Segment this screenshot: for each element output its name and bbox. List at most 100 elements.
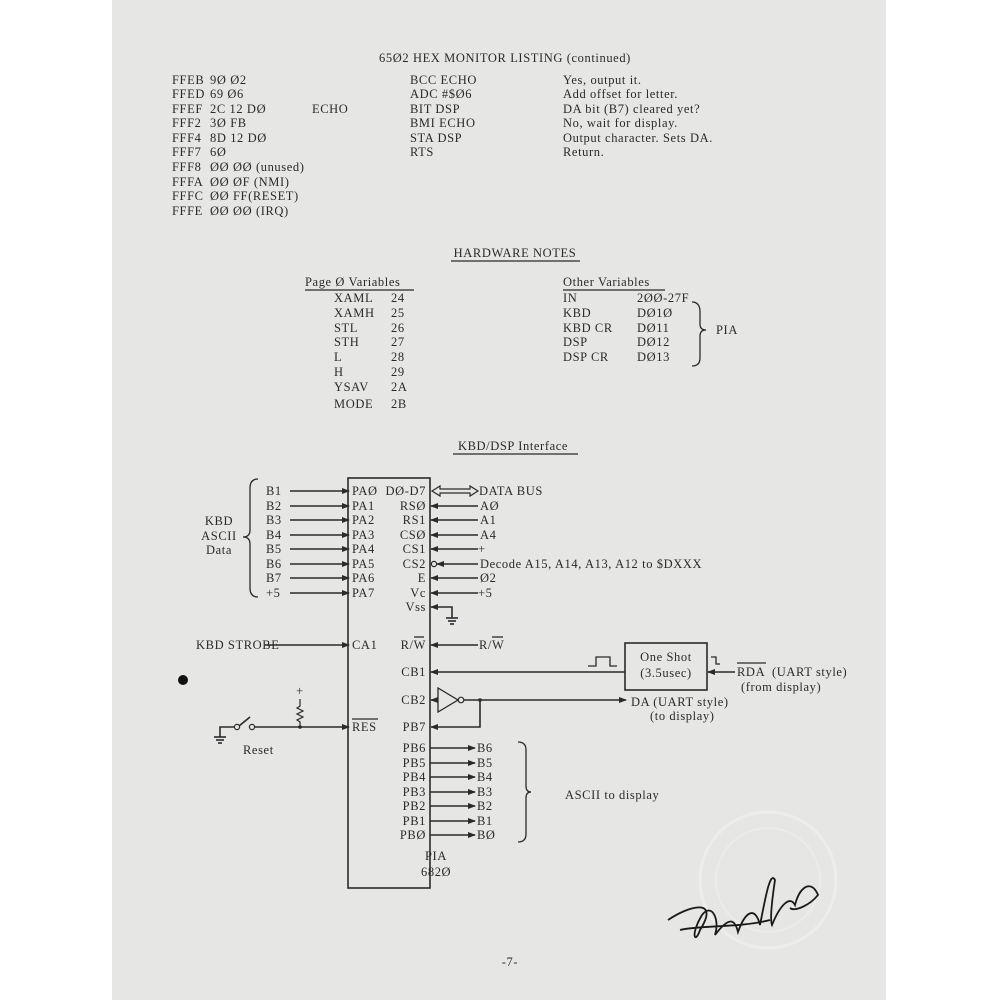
hex-listing: FFEB 9Ø Ø2 BCC ECHO Yes, output it. FFED… [172,73,713,218]
listing-comment: Output character. Sets DA. [563,131,713,145]
resistor-icon [295,699,305,727]
display-bit: B2 [477,799,493,813]
var-value: DØ1Ø [637,306,673,320]
pin-label: PB5 [403,756,426,770]
listing-label: ECHO [312,102,348,116]
listing-instr: BCC ECHO [410,73,477,87]
pin-label: PB3 [403,785,426,799]
listing-bytes: ØØ ØØ (unused) [210,160,305,174]
listing-instr: ADC #$Ø6 [410,87,472,101]
ground-icon [214,736,226,744]
var-value: 2B [391,397,407,411]
display-bit: B4 [477,770,493,784]
reset-label: Reset [243,743,274,757]
var-value: 25 [391,306,405,320]
var-name: KBD [563,306,591,320]
var-value: DØ13 [637,350,670,364]
pin-label: Vss [405,600,426,614]
one-shot-duration: (3.5usec) [640,666,692,680]
display-bit: B5 [477,756,493,770]
document-page [112,0,886,1000]
kbd-bit: B4 [266,528,282,542]
kbd-bit: B1 [266,484,282,498]
var-name: L [334,350,342,364]
to-display-label: (to display) [650,709,714,723]
kbd-label: Data [206,543,232,557]
listing-comment: DA bit (B7) cleared yet? [563,102,700,116]
listing-addr: FFF2 [172,116,202,130]
switch-icon [238,716,251,727]
plus-label: + [296,684,304,698]
var-value: 2ØØ-27F [637,291,689,305]
display-bit: B3 [477,785,493,799]
listing-instr: RTS [410,145,434,159]
kbd-bit: B6 [266,557,282,571]
kbd-label: ASCII [201,529,237,543]
listing-instr: STA DSP [410,131,462,145]
var-name: STL [334,321,358,335]
listing-comment: Add offset for letter. [563,87,678,101]
page0-heading: Page Ø Variables [305,275,400,289]
kbd-dsp-schematic: PIA 682Ø KBD ASCII Data B1 B2 B3 B4 B5 B… [196,477,847,889]
ascii-to-display-label: ASCII to display [565,788,659,802]
pia-brace [691,301,707,367]
var-name: DSP [563,335,588,349]
reset-circuit: + Reset RES [214,684,378,757]
pin-label: CB2 [401,693,426,707]
pin-label: PB4 [403,770,426,784]
hardware-notes-heading: HARDWARE NOTES [454,246,577,260]
interface-heading: KBD/DSP Interface [458,439,568,453]
display-bit: B6 [477,741,493,755]
pin-label: E [418,571,426,585]
pulse-icon [588,656,617,667]
chip-name: PIA [425,849,447,863]
pin-label: CS2 [403,557,426,571]
listing-addr: FFF4 [172,131,202,145]
pin-label: RS1 [403,513,426,527]
listing-bytes: 9Ø Ø2 [210,73,247,87]
pin-label: DØ-D7 [386,484,427,498]
listing-addr: FFEF [172,102,203,116]
pin-label: PA1 [352,499,375,513]
var-value: DØ11 [637,321,670,335]
embossed-seal [698,810,838,950]
pin-label: PA2 [352,513,375,527]
listing-comment: No, wait for display. [563,116,678,130]
pin-label: RSØ [400,499,426,513]
page0-variables: Page Ø Variables XAML 24 XAMH 25 STL 26 … [305,275,414,411]
pia-chip-outline [347,477,431,889]
kbd-bit: B7 [266,571,282,585]
display-brace [517,741,532,843]
var-name: YSAV [334,380,369,394]
kbd-brace [242,478,259,598]
signal-label: Decode A15, A14, A13, A12 to $DXXX [480,557,702,571]
one-shot-label: One Shot [640,650,692,664]
data-bus-arrow [430,484,480,498]
kbd-bit: B5 [266,542,282,556]
display-bit: BØ [477,828,496,842]
pin-label: R/W [401,638,426,652]
signal-label: Ø2 [480,571,496,585]
listing-bytes: 2C 12 DØ [210,102,266,116]
var-value: 24 [391,291,405,305]
listing-addr: FFFA [172,175,203,189]
listing-instr: BIT DSP [410,102,460,116]
display-bit: B1 [477,814,493,828]
var-name: XAML [334,291,373,305]
var-value: 27 [391,335,405,349]
var-name: IN [563,291,577,305]
rda-style: (UART style) [772,665,847,679]
listing-bytes: ØØ FF(RESET) [210,189,299,203]
signal-label: +5 [478,586,493,600]
da-label: DA (UART style) [631,695,729,709]
var-value: 26 [391,321,405,335]
signal-label: + [478,542,486,556]
kbd-bit: B2 [266,499,282,513]
rda-label: RDA [737,665,765,679]
listing-title: 65Ø2 HEX MONITOR LISTING (continued) [379,51,631,65]
pin-label: Vc [410,586,426,600]
pin-label: PB7 [403,720,426,734]
signature [667,877,820,939]
pin-label: PBØ [400,828,426,842]
